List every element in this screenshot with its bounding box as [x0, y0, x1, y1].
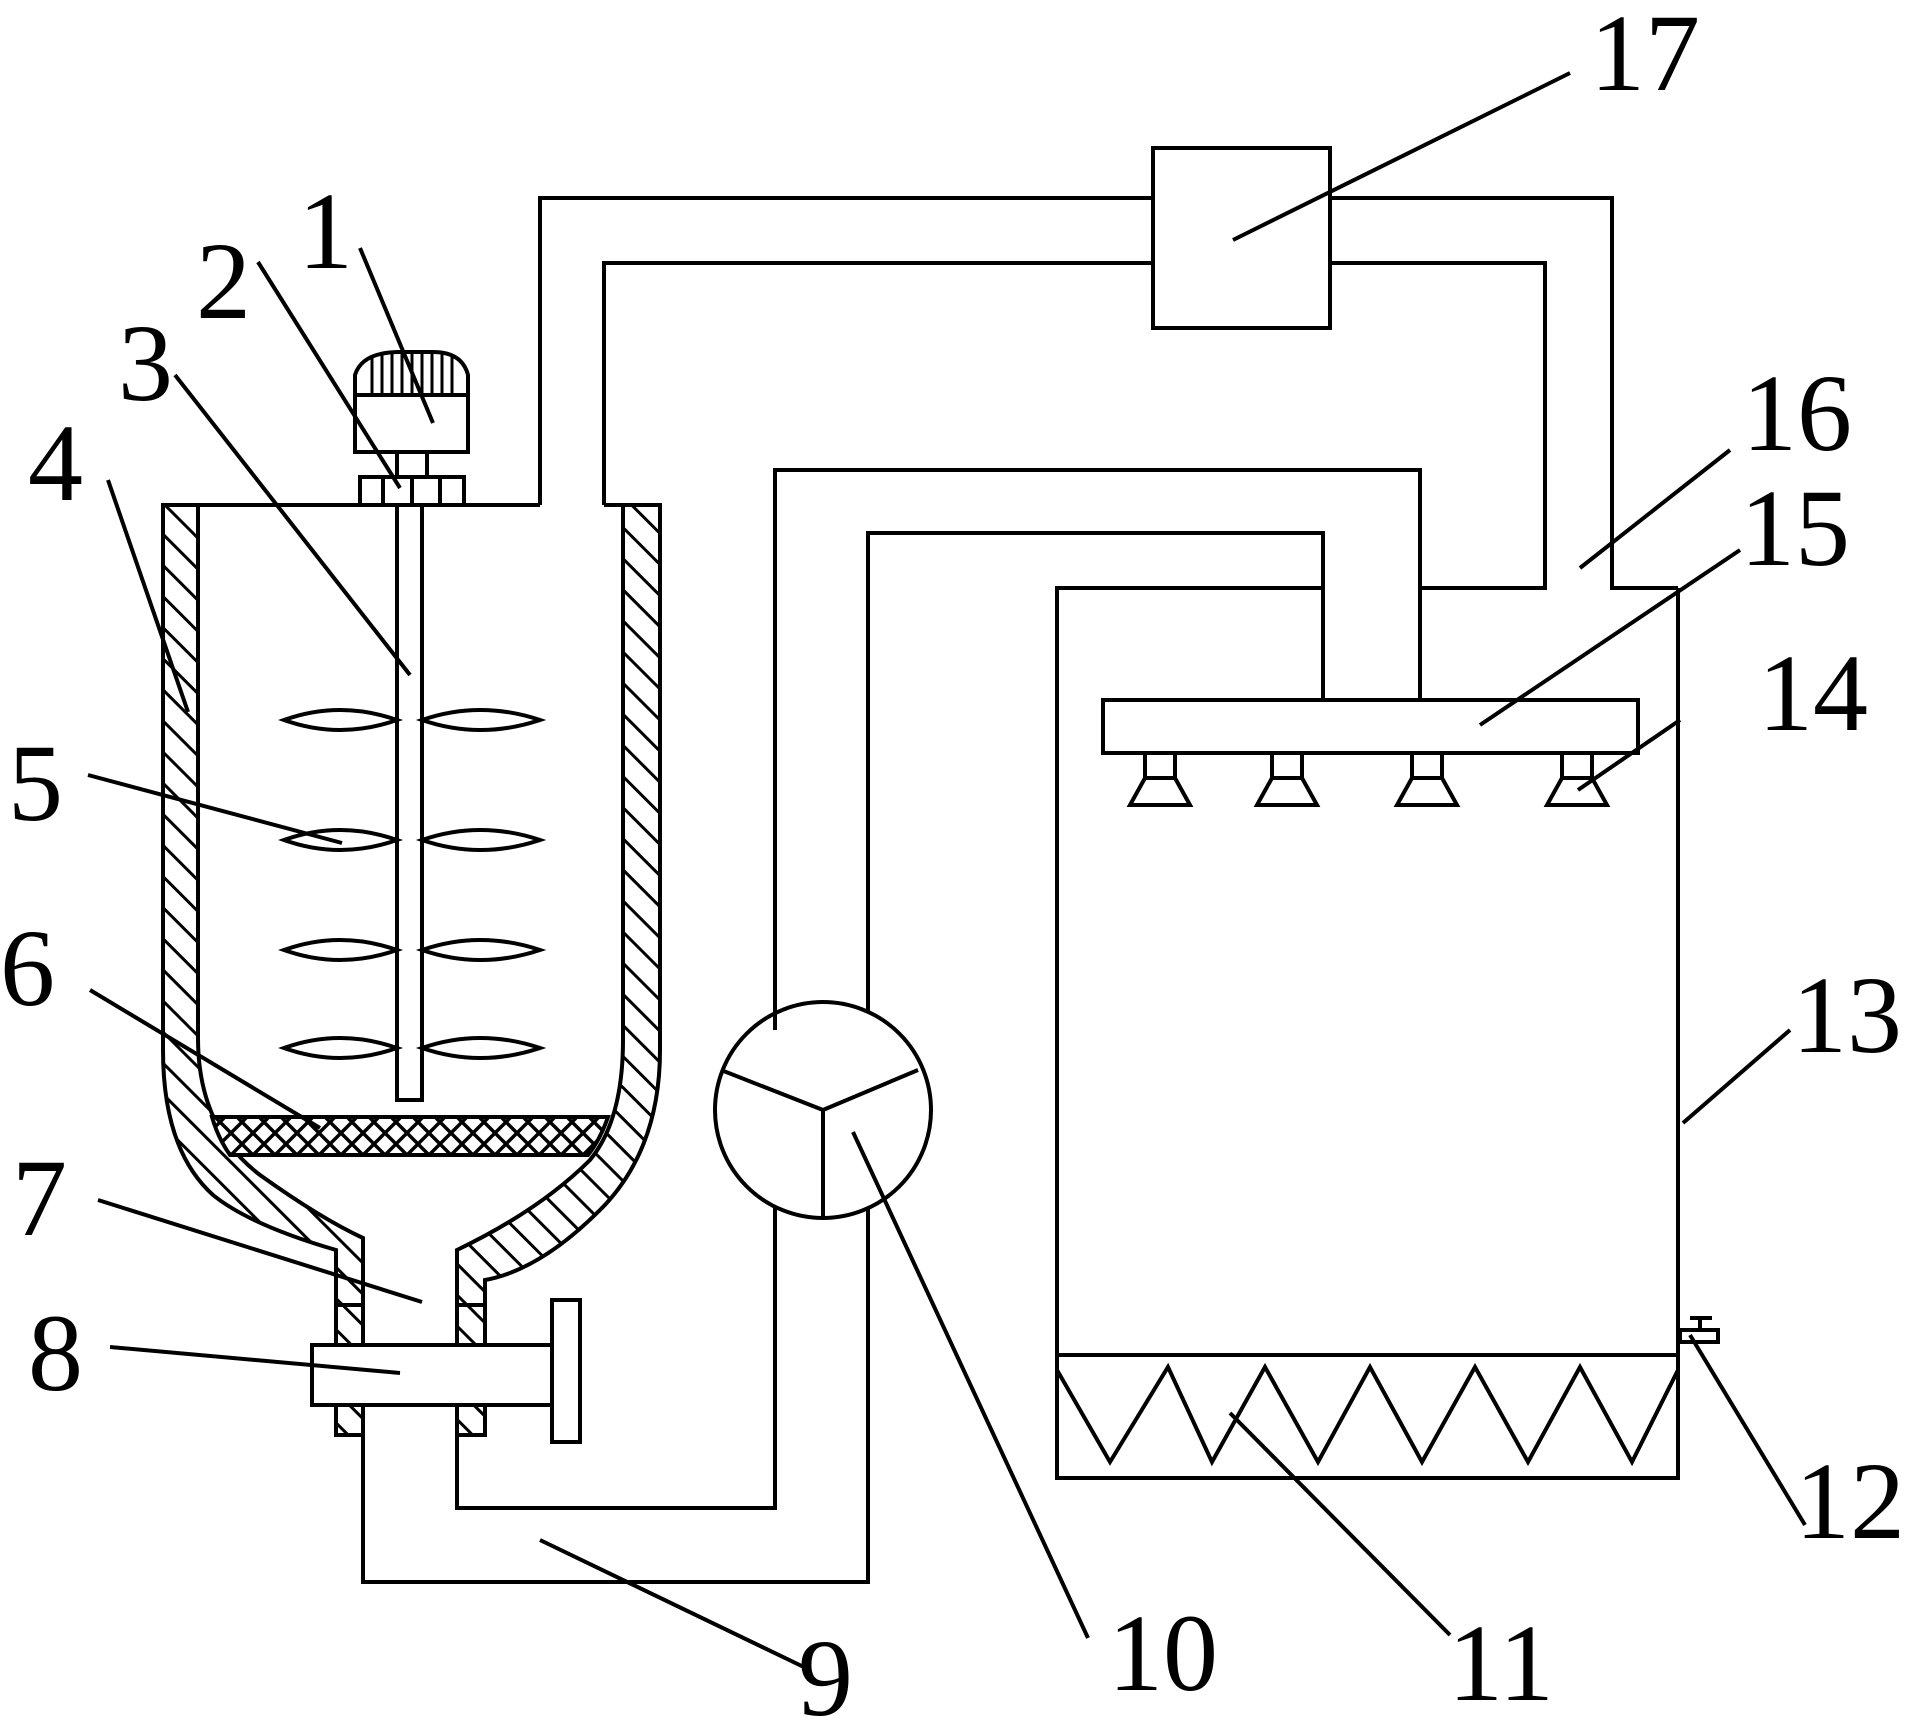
- label-5: 5: [8, 722, 63, 844]
- label-11: 11: [1448, 1602, 1554, 1724]
- label-15: 15: [1740, 467, 1850, 589]
- outlet-pipe: [361, 1010, 870, 1584]
- spray-feed-pipe: [773, 468, 1422, 1030]
- spray-nozzles: [1126, 751, 1611, 807]
- label-2: 2: [196, 220, 251, 342]
- label-4: 4: [28, 402, 83, 524]
- label-8: 8: [28, 1292, 83, 1414]
- filter-screen: [209, 1115, 611, 1157]
- label-1: 1: [298, 170, 353, 292]
- label-14: 14: [1758, 632, 1868, 754]
- label-7: 7: [12, 1137, 67, 1259]
- spray-pipe: [1101, 698, 1640, 755]
- label-17: 17: [1590, 0, 1700, 114]
- discharge-valve: [310, 1298, 582, 1444]
- drain-tap: [1678, 1316, 1720, 1344]
- label-13: 13: [1792, 954, 1902, 1076]
- zigzag-plate: [1055, 1362, 1680, 1467]
- label-3: 3: [118, 302, 173, 424]
- leader-lines: [87, 71, 1807, 1672]
- label-16: 16: [1742, 352, 1852, 474]
- label-9: 9: [798, 1617, 853, 1726]
- label-6: 6: [0, 907, 55, 1029]
- tank-right-wall: [455, 503, 662, 1307]
- stirring-blades: [278, 708, 547, 1060]
- coupling: [358, 450, 466, 507]
- circulation-pipe: [538, 196, 1678, 590]
- label-12: 12: [1795, 1440, 1905, 1562]
- pump: [713, 1000, 933, 1220]
- stirring-shaft: [395, 503, 424, 1102]
- label-10: 10: [1108, 1592, 1218, 1714]
- tank-left-wall: [161, 503, 365, 1307]
- collection-tank: [1055, 586, 1720, 1480]
